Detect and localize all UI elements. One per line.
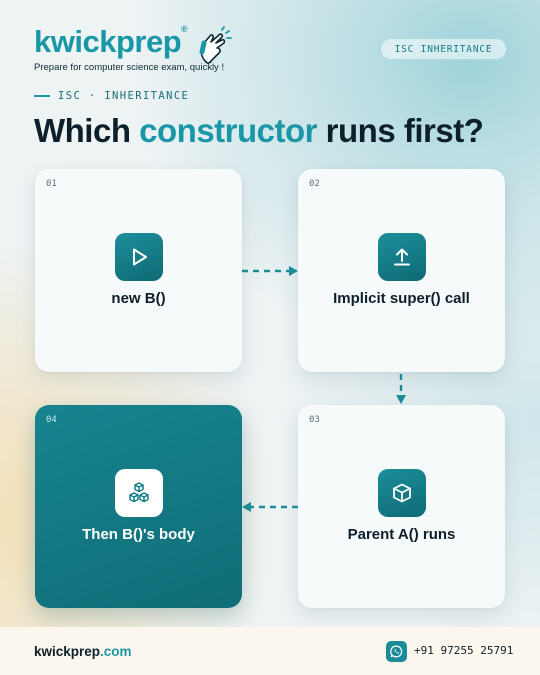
footer: kwickprep.com +91 97255 25791 [0, 627, 540, 675]
step-number: 02 [309, 179, 320, 189]
step-card-3: 03 Parent A() runs [298, 405, 505, 608]
brand-name: kwickprep [34, 24, 182, 59]
eyebrow: ISC · INHERITANCE [34, 89, 189, 103]
step-label: new B() [111, 290, 166, 307]
title-accent: constructor [139, 112, 318, 149]
snap-hand-icon [199, 26, 232, 64]
brand-logo: kwickprep ® Prepare for computer science… [34, 24, 234, 74]
phone-number[interactable]: +91 97255 25791 [414, 644, 514, 657]
arrow-right-icon [242, 266, 298, 276]
step-label: Then B()'s body [82, 526, 195, 543]
page-title: Which constructor runs first? [34, 112, 484, 150]
brand-tagline: Prepare for computer science exam, quick… [34, 62, 225, 73]
eyebrow-rule [34, 95, 50, 97]
step-number: 01 [46, 179, 57, 189]
step-card-2: 02 Implicit super() call [298, 169, 505, 372]
step-label: Parent A() runs [347, 526, 456, 543]
step-card-4: 04 Then B()'s body [35, 405, 242, 608]
cube-icon [378, 469, 426, 517]
topic-pill: ISC INHERITANCE [380, 38, 507, 60]
title-part-2: runs first? [317, 112, 484, 149]
title-part-1: Which [34, 112, 140, 149]
step-number: 03 [309, 415, 320, 425]
step-label: Implicit super() call [333, 290, 470, 307]
footer-website[interactable]: kwickprep.com [34, 644, 132, 659]
registered-mark: ® [181, 24, 188, 34]
arrow-left-icon [242, 502, 298, 512]
play-icon [115, 233, 163, 281]
footer-site-name: kwickprep [34, 644, 101, 659]
upload-icon [378, 233, 426, 281]
whatsapp-icon[interactable] [386, 641, 407, 662]
footer-site-tld: .com [100, 644, 132, 659]
arrow-down-icon [396, 374, 406, 404]
step-card-1: 01 new B() [35, 169, 242, 372]
step-number: 04 [46, 415, 57, 425]
eyebrow-text: ISC · INHERITANCE [58, 90, 190, 102]
cubes-icon [115, 469, 163, 517]
